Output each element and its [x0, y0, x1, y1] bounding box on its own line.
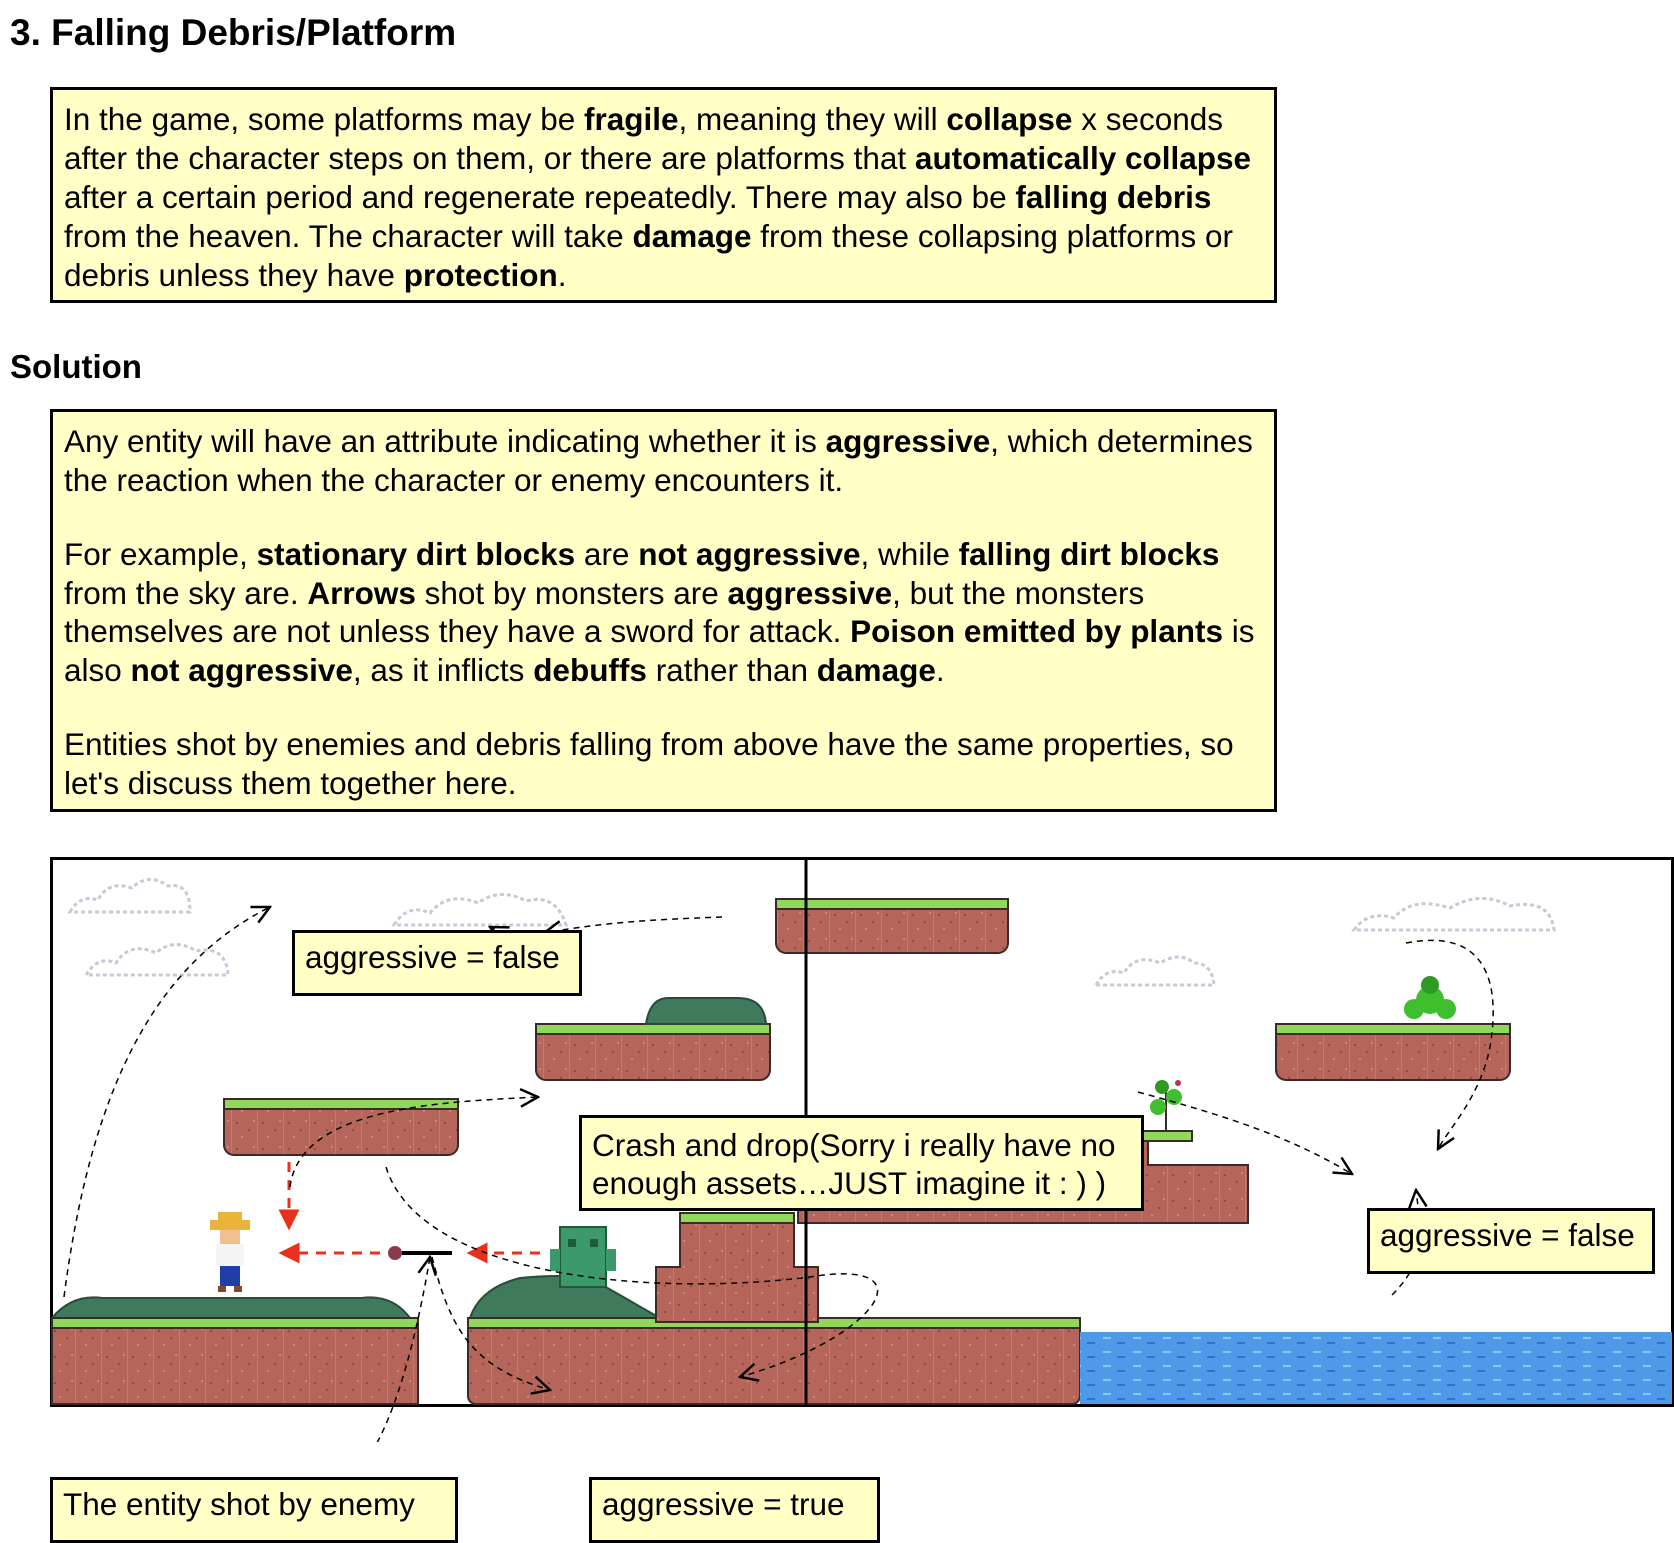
- bold-term: protection: [403, 257, 558, 293]
- label-plants-not-aggressive: aggressive = false: [1367, 1208, 1655, 1274]
- bold-term: collapse: [946, 101, 1073, 137]
- cloud: [1093, 955, 1216, 987]
- bold-term: aggressive: [727, 574, 893, 611]
- connector: [385, 1166, 879, 1377]
- text-run: Any entity will have an attribute indica…: [64, 423, 826, 459]
- text-run: , which determines the reaction when the…: [64, 423, 1253, 498]
- cloud: [391, 893, 569, 927]
- text-run: , as it inflicts: [352, 651, 534, 688]
- text-run: For example,: [64, 536, 257, 572]
- connector: [431, 1256, 550, 1390]
- ground: [50, 1212, 1672, 1405]
- problem-note: In the game, some platforms may be fragi…: [50, 87, 1277, 303]
- text-run: , but the monsters themselves are not un…: [64, 574, 1145, 650]
- text-run: Entities shot by enemies and debris fall…: [64, 726, 1234, 801]
- label-entity-shot-by-enemy: The entity shot by enemy: [50, 1477, 458, 1543]
- bold-term: debuffs: [533, 651, 647, 688]
- bold-term: fragile: [583, 101, 679, 137]
- text-run: .: [557, 257, 567, 293]
- ground-step: [655, 1220, 819, 1323]
- text-run: .: [935, 651, 945, 688]
- text-run: after a certain period and regenerate re…: [64, 179, 1016, 215]
- connector: [289, 1097, 538, 1188]
- text-run: x seconds after the character steps on t…: [64, 101, 1224, 176]
- bold-term: not aggressive: [130, 651, 353, 688]
- bold-term: Poison emitted by plants: [850, 613, 1223, 649]
- bush: [644, 997, 768, 1025]
- page-title: 3. Falling Debris/Platform: [10, 12, 457, 53]
- cloud: [1351, 896, 1556, 932]
- water: [1080, 1332, 1672, 1404]
- connector: [544, 916, 723, 933]
- ground-middle: [467, 1317, 1081, 1405]
- solution-heading: Solution: [10, 348, 142, 385]
- text-run: In the game, some platforms may be: [64, 101, 584, 137]
- text-run: rather than: [646, 651, 817, 688]
- plants: [1150, 976, 1456, 1131]
- cloud: [67, 878, 192, 914]
- cloud: [83, 943, 230, 977]
- clouds: [67, 878, 1556, 987]
- label-crash-line-2: enough assets…JUST imagine it : ) ): [592, 1165, 1107, 1201]
- projectile-head: [388, 1246, 402, 1260]
- solution-paragraph: For example, stationary dirt blocks are …: [64, 535, 1262, 689]
- bold-term: not aggressive: [638, 536, 861, 572]
- connector: [1405, 939, 1494, 1149]
- bold-term: automatically collapse: [914, 140, 1252, 176]
- label-platforms-not-aggressive: aggressive = false: [292, 930, 582, 996]
- text-run: , while: [860, 536, 959, 572]
- bold-term: falling debris: [1015, 179, 1212, 215]
- bold-term: aggressive: [825, 423, 991, 459]
- solution-note: Any entity will have an attribute indica…: [50, 409, 1277, 812]
- problem-text: In the game, some platforms may be fragi…: [64, 100, 1262, 295]
- label-crash-line-1: Crash and drop(Sorry i really have no: [592, 1127, 1116, 1163]
- bold-term: damage: [632, 218, 752, 254]
- bold-term: falling dirt blocks: [958, 536, 1220, 572]
- game-scene-diagram: aggressive = false Crash and drop(Sorry …: [50, 857, 1674, 1543]
- text-run: shot by monsters are: [415, 574, 728, 611]
- bush: [50, 1296, 413, 1319]
- enemy-monster: [550, 1226, 616, 1288]
- solution-paragraph: Entities shot by enemies and debris fall…: [64, 725, 1262, 802]
- player-character: [210, 1212, 250, 1292]
- bold-term: stationary dirt blocks: [256, 536, 576, 572]
- text-run: from the sky are.: [64, 574, 308, 611]
- solution-paragraph: Any entity will have an attribute indica…: [64, 422, 1262, 499]
- text-run: from the heaven. The character will take: [64, 218, 633, 254]
- bold-term: damage: [816, 651, 936, 688]
- text-run: is also: [64, 613, 1255, 688]
- label-crash-and-drop: Crash and drop(Sorry i really have no en…: [579, 1115, 1144, 1211]
- text-run: from these collapsing platforms or debri…: [64, 218, 1233, 293]
- ground-left: [51, 1317, 419, 1405]
- connector: [63, 907, 270, 1298]
- text-run: are: [575, 536, 639, 572]
- connector: [1137, 1091, 1352, 1174]
- text-run: , meaning they will: [678, 101, 947, 137]
- bold-term: Arrows: [307, 574, 416, 611]
- label-aggressive-true: aggressive = true: [589, 1477, 880, 1543]
